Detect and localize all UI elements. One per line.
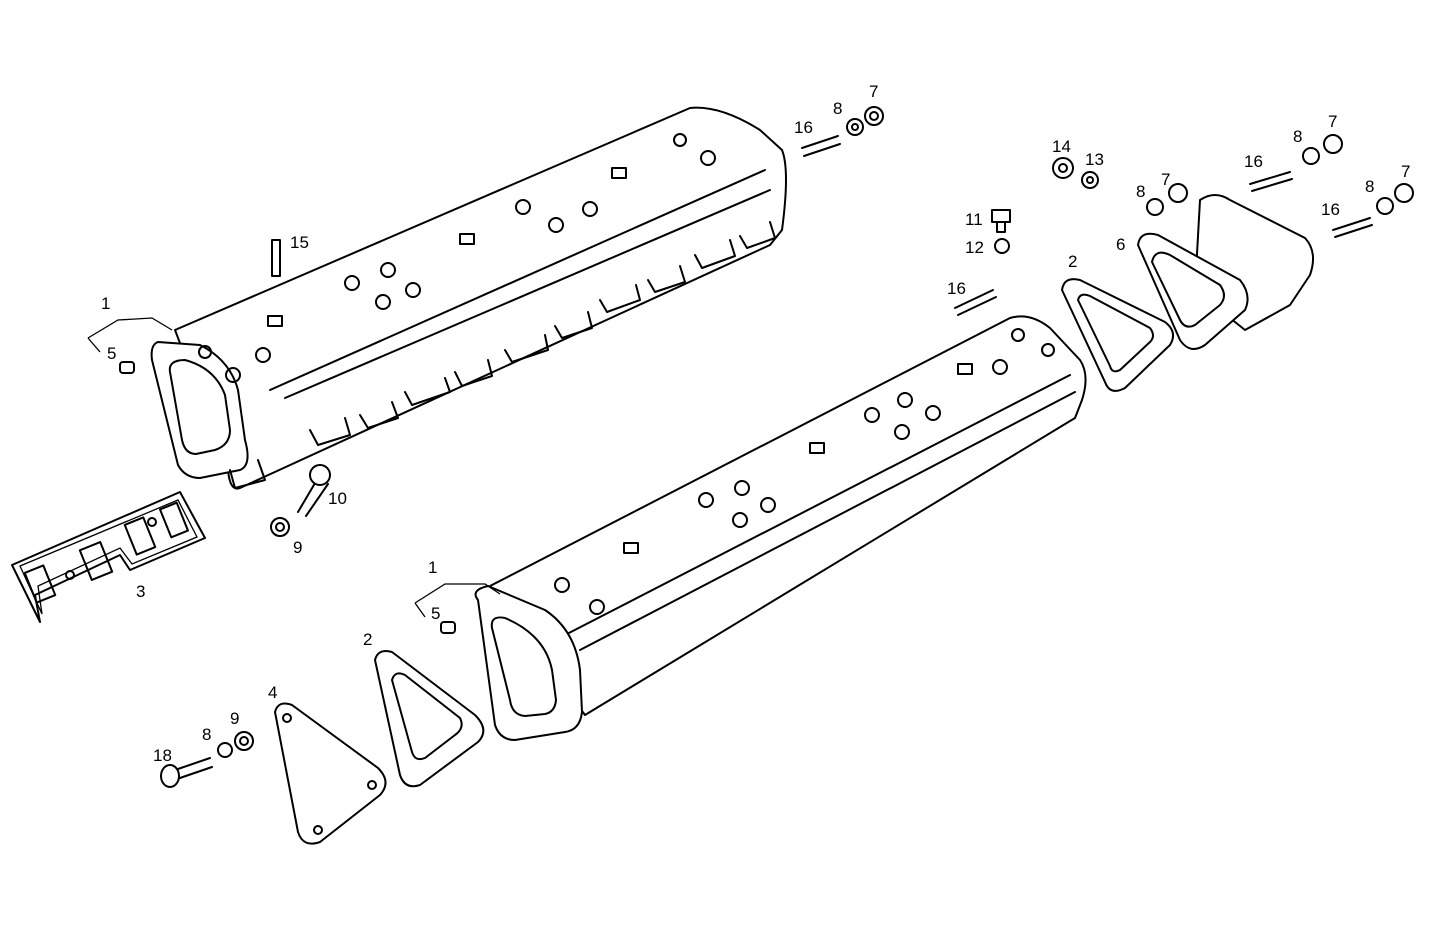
callout: 18 xyxy=(153,746,172,765)
callout-1-bracket-lower xyxy=(414,583,501,618)
callout: 8 xyxy=(833,99,842,118)
callout-1-bracket-upper xyxy=(87,317,173,353)
callout: 5 xyxy=(431,604,440,623)
callout: 8 xyxy=(202,725,211,744)
upper-manifold-bosses xyxy=(198,133,716,383)
gasket-3 xyxy=(11,491,206,623)
callout: 16 xyxy=(1244,152,1263,171)
callout: 10 xyxy=(328,489,347,508)
bolt-10 xyxy=(297,464,331,517)
callout: 9 xyxy=(230,709,239,728)
callout: 8 xyxy=(1365,177,1374,196)
callout: 8 xyxy=(1293,127,1302,146)
lower-manifold xyxy=(474,315,1087,741)
plug-5-upper xyxy=(119,361,135,374)
callout: 11 xyxy=(965,210,983,229)
bolt-18 xyxy=(174,757,213,780)
callout: 12 xyxy=(965,238,984,257)
callout: 7 xyxy=(1161,170,1170,189)
callout: 6 xyxy=(1116,235,1125,254)
callout: 2 xyxy=(363,630,372,649)
callout: 9 xyxy=(293,538,302,557)
callout: 1 xyxy=(101,294,110,313)
callout: 7 xyxy=(1401,162,1410,181)
washer-9 xyxy=(270,517,290,537)
lower-manifold-bosses xyxy=(554,328,1055,615)
callout: 3 xyxy=(136,582,145,601)
callout: 16 xyxy=(794,118,813,137)
plug-5-lower xyxy=(440,621,456,634)
callout: 4 xyxy=(268,683,277,702)
callout: 16 xyxy=(1321,200,1340,219)
callout: 7 xyxy=(869,82,878,101)
upper-manifold xyxy=(150,106,787,490)
callout: 5 xyxy=(107,344,116,363)
callout-labels: 1 5 15 16 8 7 14 13 11 12 16 2 6 8 7 16 … xyxy=(101,82,1410,765)
callout: 16 xyxy=(947,279,966,298)
callout: 13 xyxy=(1085,150,1104,169)
callout: 7 xyxy=(1328,112,1337,131)
callout: 2 xyxy=(1068,252,1077,271)
callout: 8 xyxy=(1136,182,1145,201)
stud-15 xyxy=(271,239,281,277)
callout: 15 xyxy=(290,233,309,252)
upper-manifold-ports xyxy=(229,221,776,489)
gasket-2-lower xyxy=(374,650,485,788)
stud-16 xyxy=(801,135,841,157)
elbow-6 xyxy=(1137,194,1315,350)
callout: 1 xyxy=(428,558,437,577)
gasket-2-upper xyxy=(1061,278,1175,392)
cover-4 xyxy=(274,702,387,845)
callout: 14 xyxy=(1052,137,1071,156)
fasteners xyxy=(119,106,1414,788)
